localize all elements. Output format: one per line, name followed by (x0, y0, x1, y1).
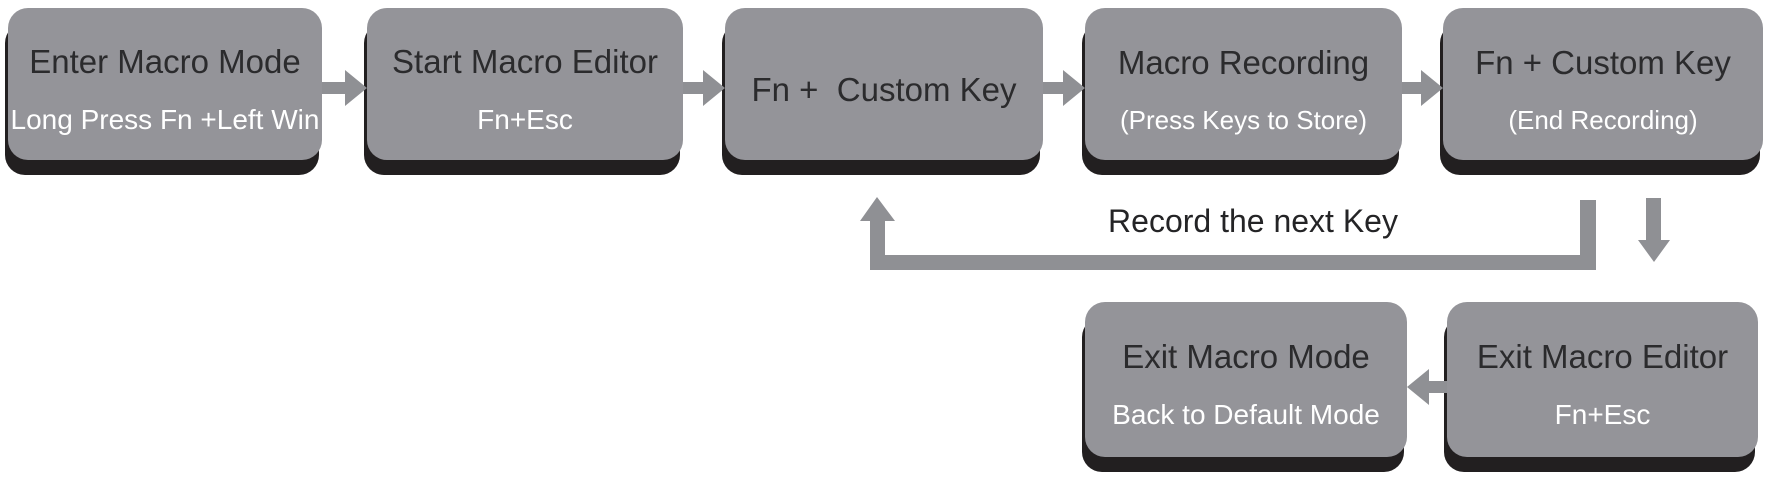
node-title: Fn + Custom Key (751, 70, 1017, 108)
node-subtitle: Long Press Fn +Left Win (10, 103, 320, 135)
node-title: Macro Recording (1117, 43, 1370, 81)
arrow-down-icon (1637, 198, 1671, 262)
flow-node-exit-macro-mode: Exit Macro Mode Back to Default Mode (1085, 302, 1407, 457)
arrow-left-icon (1407, 365, 1447, 409)
node-subtitle: Fn+Esc (477, 103, 573, 135)
flow-node-macro-recording: Macro Recording (Press Keys to Store) (1085, 8, 1402, 160)
node-subtitle: (End Recording) (1508, 104, 1698, 135)
node-subtitle: (Press Keys to Store) (1119, 104, 1368, 135)
arrow-right-icon (683, 66, 725, 110)
arrow-right-icon (322, 66, 367, 110)
loop-label: Record the next Key (1108, 203, 1398, 239)
arrow-right-icon (1043, 66, 1085, 110)
flow-node-fn-custom-key: Fn + Custom Key (725, 8, 1043, 160)
flow-node-enter-macro-mode: Enter Macro Mode Long Press Fn +Left Win (8, 8, 322, 160)
arrow-right-icon (1402, 66, 1443, 110)
node-subtitle: Back to Default Mode (1112, 399, 1380, 430)
flow-node-fn-custom-key-end-recording: Fn + Custom Key (End Recording) (1443, 8, 1763, 160)
node-title: Enter Macro Mode (29, 42, 301, 80)
node-subtitle: Fn+Esc (1554, 399, 1651, 430)
node-title: Exit Macro Editor (1476, 338, 1729, 375)
node-title: Fn + Custom Key (1475, 43, 1731, 81)
loop-back-arrow-icon (858, 195, 1600, 272)
node-title: Exit Macro Mode (1122, 338, 1370, 375)
flow-node-exit-macro-editor: Exit Macro Editor Fn+Esc (1447, 302, 1758, 457)
node-title: Start Macro Editor (392, 42, 658, 80)
flow-node-start-macro-editor: Start Macro Editor Fn+Esc (367, 8, 683, 160)
